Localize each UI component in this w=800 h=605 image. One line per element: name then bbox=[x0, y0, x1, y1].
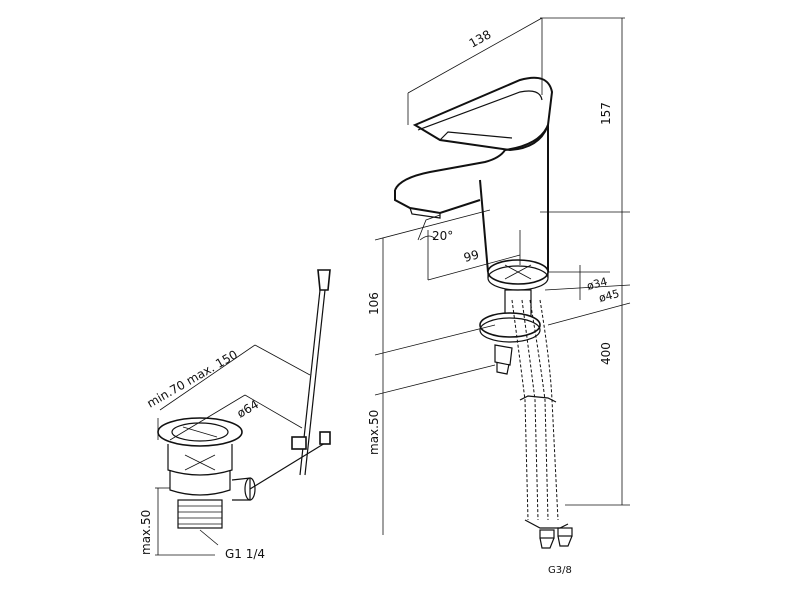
dim-height-label: 157 bbox=[599, 102, 613, 125]
dim-angle-label: 20° bbox=[432, 229, 453, 243]
faucet-dimension-lines bbox=[374, 17, 631, 535]
dim-waste-max-label: max.50 bbox=[139, 510, 153, 555]
dim-hose-length-label: 400 bbox=[599, 342, 613, 365]
dim-thread-max-label: max.50 bbox=[367, 410, 381, 455]
dim-waste-reach-label: min.70 max. 150 bbox=[145, 347, 241, 410]
waste-dimension-lines bbox=[155, 344, 311, 556]
dim-hose-thread-label: G3/8 bbox=[548, 565, 572, 576]
dim-waste-thread-label: G1 1/4 bbox=[225, 547, 265, 561]
dim-base-dia-45-label: ø45 bbox=[597, 287, 620, 305]
dim-waste-dia-label: ø64 bbox=[235, 397, 262, 420]
waste-assembly bbox=[157, 269, 331, 529]
faucet-body bbox=[394, 76, 554, 375]
dim-base-dia-34-label: ø34 bbox=[585, 275, 608, 293]
dim-reach-label: 99 bbox=[462, 247, 480, 264]
dim-spout-height-label: 106 bbox=[367, 292, 381, 315]
supply-hoses bbox=[511, 299, 573, 549]
